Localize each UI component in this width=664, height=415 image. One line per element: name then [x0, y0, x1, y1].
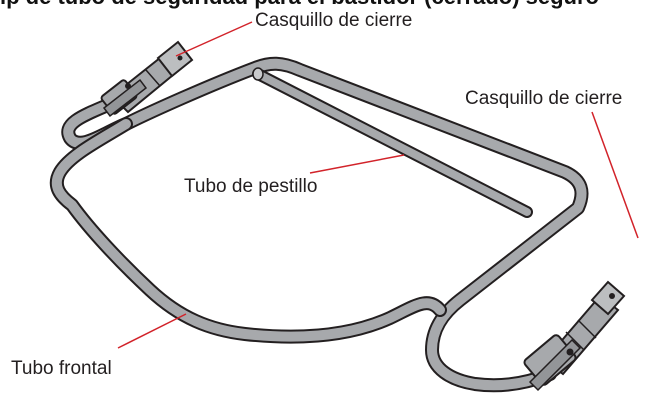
latch-tube-crossbar: [252, 67, 533, 218]
lock-sleeve-right: [523, 280, 626, 392]
lock-sleeve-top-left: [100, 40, 194, 118]
leader-lock-sleeve-top: [175, 21, 253, 57]
cropped-header-text: ip de tubo de seguridad para el bastidor…: [0, 0, 599, 8]
leader-latch-tube: [309, 154, 405, 174]
label-front-tube: Tubo frontal: [11, 358, 112, 379]
leader-front-tube: [117, 313, 187, 349]
main-frame-tube: [49, 56, 589, 393]
leader-lock-sleeve-right: [591, 111, 639, 239]
label-lock-sleeve-right: Casquillo de cierre: [465, 88, 623, 109]
label-latch-tube: Tubo de pestillo: [184, 176, 318, 197]
label-lock-sleeve-top: Casquillo de cierre: [255, 10, 413, 31]
leader-lines: [117, 21, 639, 349]
